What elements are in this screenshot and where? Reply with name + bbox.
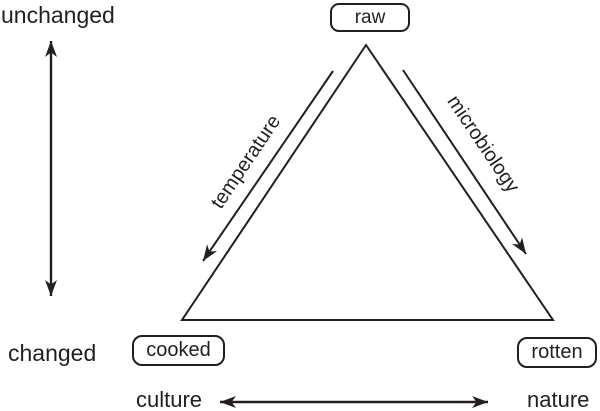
microbiology-arrow xyxy=(402,69,527,255)
label-unchanged: unchanged xyxy=(1,2,115,28)
temperature-arrow xyxy=(202,70,334,262)
label-changed: changed xyxy=(8,340,97,366)
node-raw: raw xyxy=(330,3,410,32)
triangle-outline xyxy=(180,43,555,321)
node-cooked: cooked xyxy=(132,335,225,366)
label-culture: culture xyxy=(136,387,203,411)
label-nature: nature xyxy=(527,387,590,411)
node-rotten: rotten xyxy=(517,337,597,368)
